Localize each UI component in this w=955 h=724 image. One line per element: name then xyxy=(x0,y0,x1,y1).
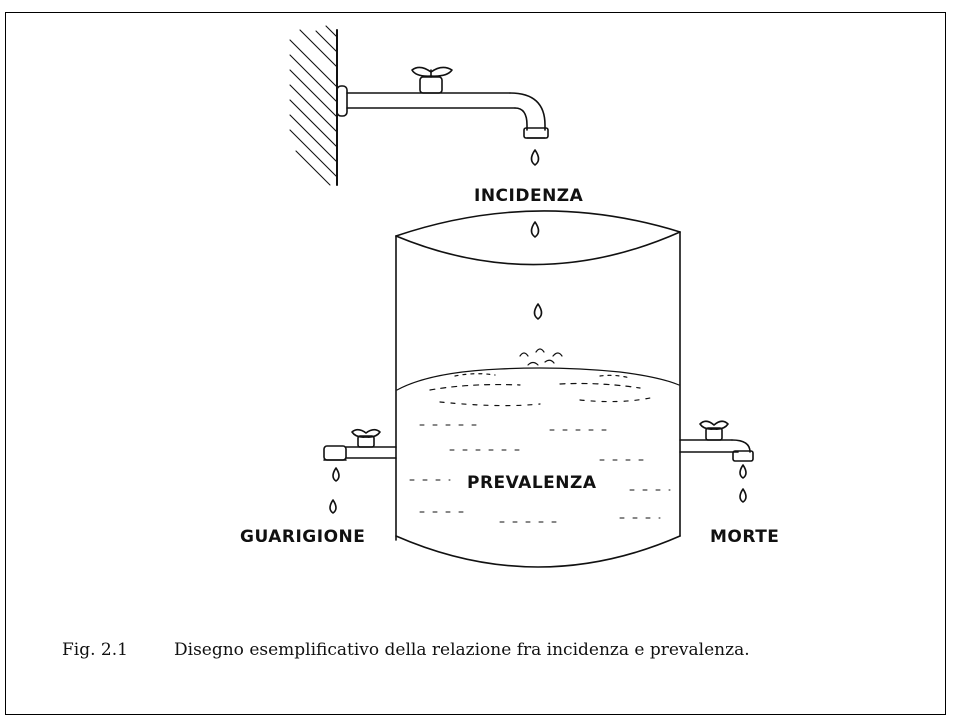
drop-top-3 xyxy=(533,303,543,320)
label-guarigione: GUARIGIONE xyxy=(240,527,366,547)
caption-text: Disegno esemplificativo della relazione … xyxy=(174,640,750,660)
faucet-right xyxy=(679,420,754,462)
drop-top-2 xyxy=(530,221,540,238)
drop-left-2 xyxy=(329,499,337,514)
figure-caption: Fig. 2.1 Disegno esemplificativo della re… xyxy=(62,640,750,660)
drop-left-1 xyxy=(332,467,340,482)
drop-top-1 xyxy=(530,149,540,166)
label-incidenza: INCIDENZA xyxy=(474,186,584,206)
water-surface xyxy=(396,348,680,407)
figure-frame xyxy=(5,12,946,715)
faucet-top xyxy=(336,66,549,139)
water-body xyxy=(409,424,671,523)
label-morte: MORTE xyxy=(710,527,780,547)
label-prevalenza: PREVALENZA xyxy=(467,473,597,493)
faucet-left xyxy=(323,428,397,461)
wall xyxy=(289,25,338,186)
drop-right-1 xyxy=(739,464,747,479)
caption-number: Fig. 2.1 xyxy=(62,640,128,660)
drop-right-2 xyxy=(739,488,747,503)
tank xyxy=(395,210,681,568)
